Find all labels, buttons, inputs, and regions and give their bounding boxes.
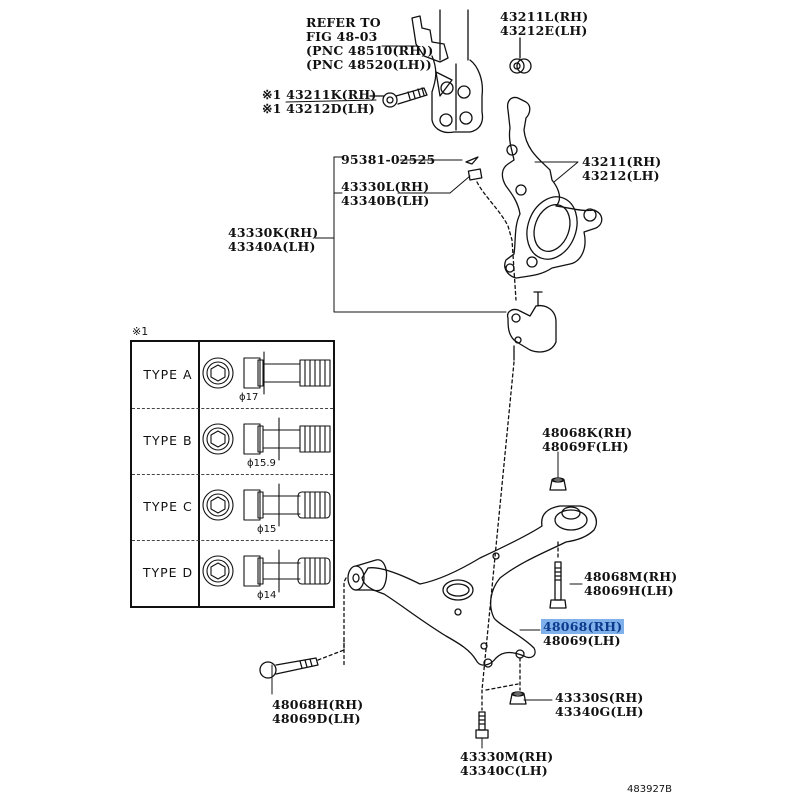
ball-joint-drawing xyxy=(481,291,557,691)
strut-assembly-drawing xyxy=(411,9,484,134)
callout-ball-joint-43330k[interactable]: 43330K(RH) 43340A(LH) xyxy=(228,226,318,254)
part-number-lh: 43212E(LH) xyxy=(500,23,588,38)
bolt-43211k-drawing xyxy=(369,87,428,108)
callout-nut-43330s[interactable]: 43330S(RH) 43340G(LH) xyxy=(555,691,644,719)
part-number: 95381-02525 xyxy=(341,152,436,167)
diameter-label: ϕ15.9 xyxy=(247,458,276,469)
callout-knuckle-43211[interactable]: 43211(RH) 43212(LH) xyxy=(582,155,661,183)
part-number-lh: 43212(LH) xyxy=(582,168,660,183)
type-label: TYPE B xyxy=(143,433,193,448)
bolt-43330m-drawing xyxy=(475,689,489,739)
bolt-type-note: ※1 xyxy=(132,325,149,338)
cotter-pin-drawing xyxy=(465,156,479,165)
type-d-bolt-drawing xyxy=(202,549,331,593)
part-number-rh-highlighted[interactable]: 48068(RH) xyxy=(541,619,625,634)
callout-nut-43211l[interactable]: 43211L(RH) 43212E(LH) xyxy=(500,10,588,38)
nut-48068k-drawing xyxy=(549,477,567,491)
bolt-type-row: TYPE C ϕ15 xyxy=(132,474,333,541)
callout-cotter-pin[interactable]: 95381-02525 xyxy=(341,153,435,167)
bolt-48068m-drawing xyxy=(549,561,567,609)
reference-line: REFER TO xyxy=(306,15,381,30)
diameter-label: ϕ15 xyxy=(257,524,277,535)
part-number-rh: 43330M(RH) xyxy=(460,749,554,764)
bolt-type-drawings xyxy=(202,351,331,593)
part-number-rh: 48068M(RH) xyxy=(584,569,678,584)
part-number-rh: 48068H(RH) xyxy=(272,697,364,712)
part-number-rh: ※1 43211K(RH) xyxy=(262,87,377,102)
callout-lower-arm-48068[interactable]: 48068(RH) 48069(LH) xyxy=(541,619,625,648)
nut-43330s-drawing xyxy=(485,683,527,705)
diameter-label: ϕ17 xyxy=(239,392,259,403)
figure-number: 483927B xyxy=(627,784,673,795)
part-number-lh: 48069(LH) xyxy=(543,633,621,648)
bolt-type-row: TYPE A ϕ17 xyxy=(132,342,333,409)
type-label: TYPE C xyxy=(143,499,193,514)
diameter-label: ϕ14 xyxy=(257,590,277,601)
part-number-lh: ※1 43212D(LH) xyxy=(262,101,375,116)
type-label: TYPE D xyxy=(142,565,194,580)
type-c-bolt-drawing xyxy=(202,483,331,527)
callout-bolt-43211k[interactable]: ※1 43211K(RH) ※1 43212D(LH) xyxy=(262,88,377,116)
part-number-rh: 43211(RH) xyxy=(582,154,662,169)
part-number-rh: 43330S(RH) xyxy=(555,690,644,705)
part-number-lh: 43340A(LH) xyxy=(228,239,316,254)
reference-line: FIG 48-03 xyxy=(306,29,378,44)
type-a-bolt-drawing xyxy=(202,351,331,395)
callout-nut-43330l[interactable]: 43330L(RH) 43340B(LH) xyxy=(341,180,429,208)
type-label: TYPE A xyxy=(143,367,193,382)
steering-knuckle-drawing xyxy=(501,96,603,279)
part-number-lh: 48069H(LH) xyxy=(584,583,674,598)
leader-lines xyxy=(271,37,583,749)
lower-control-arm-drawing xyxy=(343,505,597,691)
callout-bolt-43330m[interactable]: 43330M(RH) 43340C(LH) xyxy=(460,750,553,778)
callout-nut-48068k[interactable]: 48068K(RH) 48069F(LH) xyxy=(542,426,632,454)
part-number-lh: 43340C(LH) xyxy=(460,763,548,778)
callout-bolt-48068h[interactable]: 48068H(RH) 48069D(LH) xyxy=(272,698,363,726)
part-number-lh: 43340G(LH) xyxy=(555,704,644,719)
bolt-type-row: TYPE D ϕ14 xyxy=(132,540,333,606)
part-number-lh: 43340B(LH) xyxy=(341,193,430,208)
part-number-rh: 43330L(RH) xyxy=(341,179,430,194)
reference-line: (PNC 48510(RH)) xyxy=(306,43,434,58)
bolt-type-table: TYPE A ϕ17 TYPE B ϕ15.9 TYPE C ϕ15 TYPE … xyxy=(130,340,335,608)
bolt-48068h-drawing xyxy=(259,639,345,679)
part-number-lh: 48069F(LH) xyxy=(542,439,629,454)
part-number-rh: 43330K(RH) xyxy=(228,225,319,240)
bolt-type-row: TYPE B ϕ15.9 xyxy=(132,408,333,475)
reference-line: (PNC 48520(LH)) xyxy=(306,57,432,72)
part-number-rh: 43211L(RH) xyxy=(500,9,589,24)
part-number-rh: 48068K(RH) xyxy=(542,425,633,440)
part-number-lh: 48069D(LH) xyxy=(272,711,361,726)
castle-nut-drawing xyxy=(467,168,517,301)
type-b-bolt-drawing xyxy=(202,417,331,461)
reference-note: REFER TO FIG 48-03 (PNC 48510(RH)) (PNC … xyxy=(306,16,433,72)
callout-bolt-48068m[interactable]: 48068M(RH) 48069H(LH) xyxy=(584,570,677,598)
